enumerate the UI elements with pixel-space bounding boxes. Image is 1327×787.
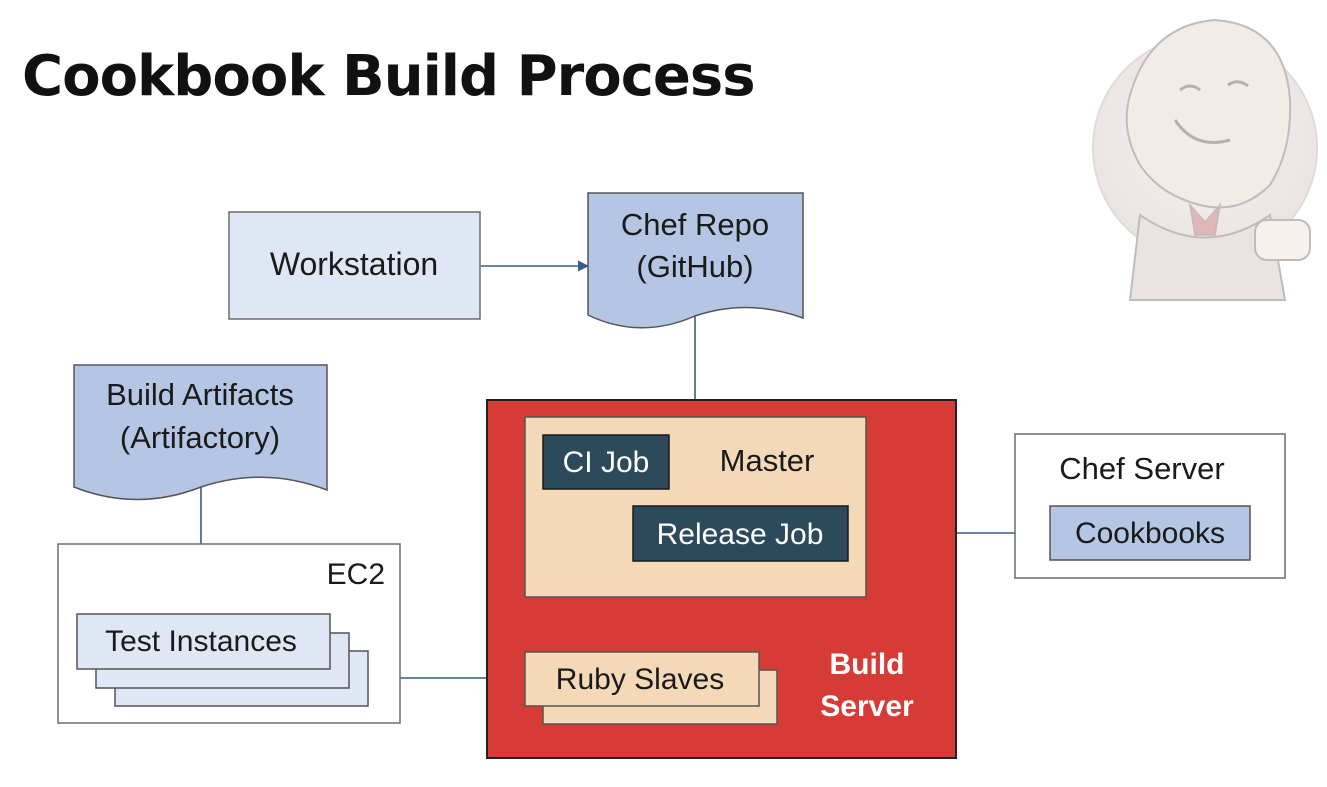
chef-server-container: Chef Server Cookbooks (1014, 433, 1286, 579)
build-artifacts-label-line1: Build Artifacts (106, 377, 294, 412)
chef-repo-node: Chef Repo (GitHub) (587, 192, 804, 329)
chef-repo-label-line1: Chef Repo (621, 207, 769, 242)
ec2-container: EC2 Test Instances (57, 543, 401, 724)
build-server-label-line2: Server (820, 690, 914, 723)
workstation-node: Workstation (228, 211, 481, 320)
ci-job-box (542, 434, 670, 490)
ruby-slaves-stack-front (524, 651, 760, 707)
ec2-label: EC2 (327, 558, 385, 591)
slide-title: Cookbook Build Process (22, 44, 756, 109)
workstation-label: Workstation (270, 246, 438, 282)
chef-server-label: Chef Server (1059, 451, 1224, 486)
test-instance-stack-front (76, 613, 331, 670)
build-artifacts-node: Build Artifacts (Artifactory) (73, 364, 328, 501)
release-job-label: Release Job (657, 518, 824, 551)
jenkins-logo-icon (1092, 18, 1318, 301)
chef-repo-label-line2: (GitHub) (636, 249, 753, 284)
ci-job-label: CI Job (563, 446, 650, 479)
release-job-box (632, 505, 849, 562)
cookbooks-box (1049, 505, 1251, 561)
ruby-slaves-label: Ruby Slaves (556, 663, 724, 696)
cookbooks-label: Cookbooks (1075, 517, 1225, 550)
build-server-label-line1: Build (830, 648, 905, 681)
build-server-container: Build Server Master CI Job Release Job R… (486, 399, 957, 759)
master-label: Master (720, 443, 815, 478)
build-artifacts-label-line2: (Artifactory) (120, 420, 280, 455)
test-instances-label: Test Instances (105, 625, 297, 658)
